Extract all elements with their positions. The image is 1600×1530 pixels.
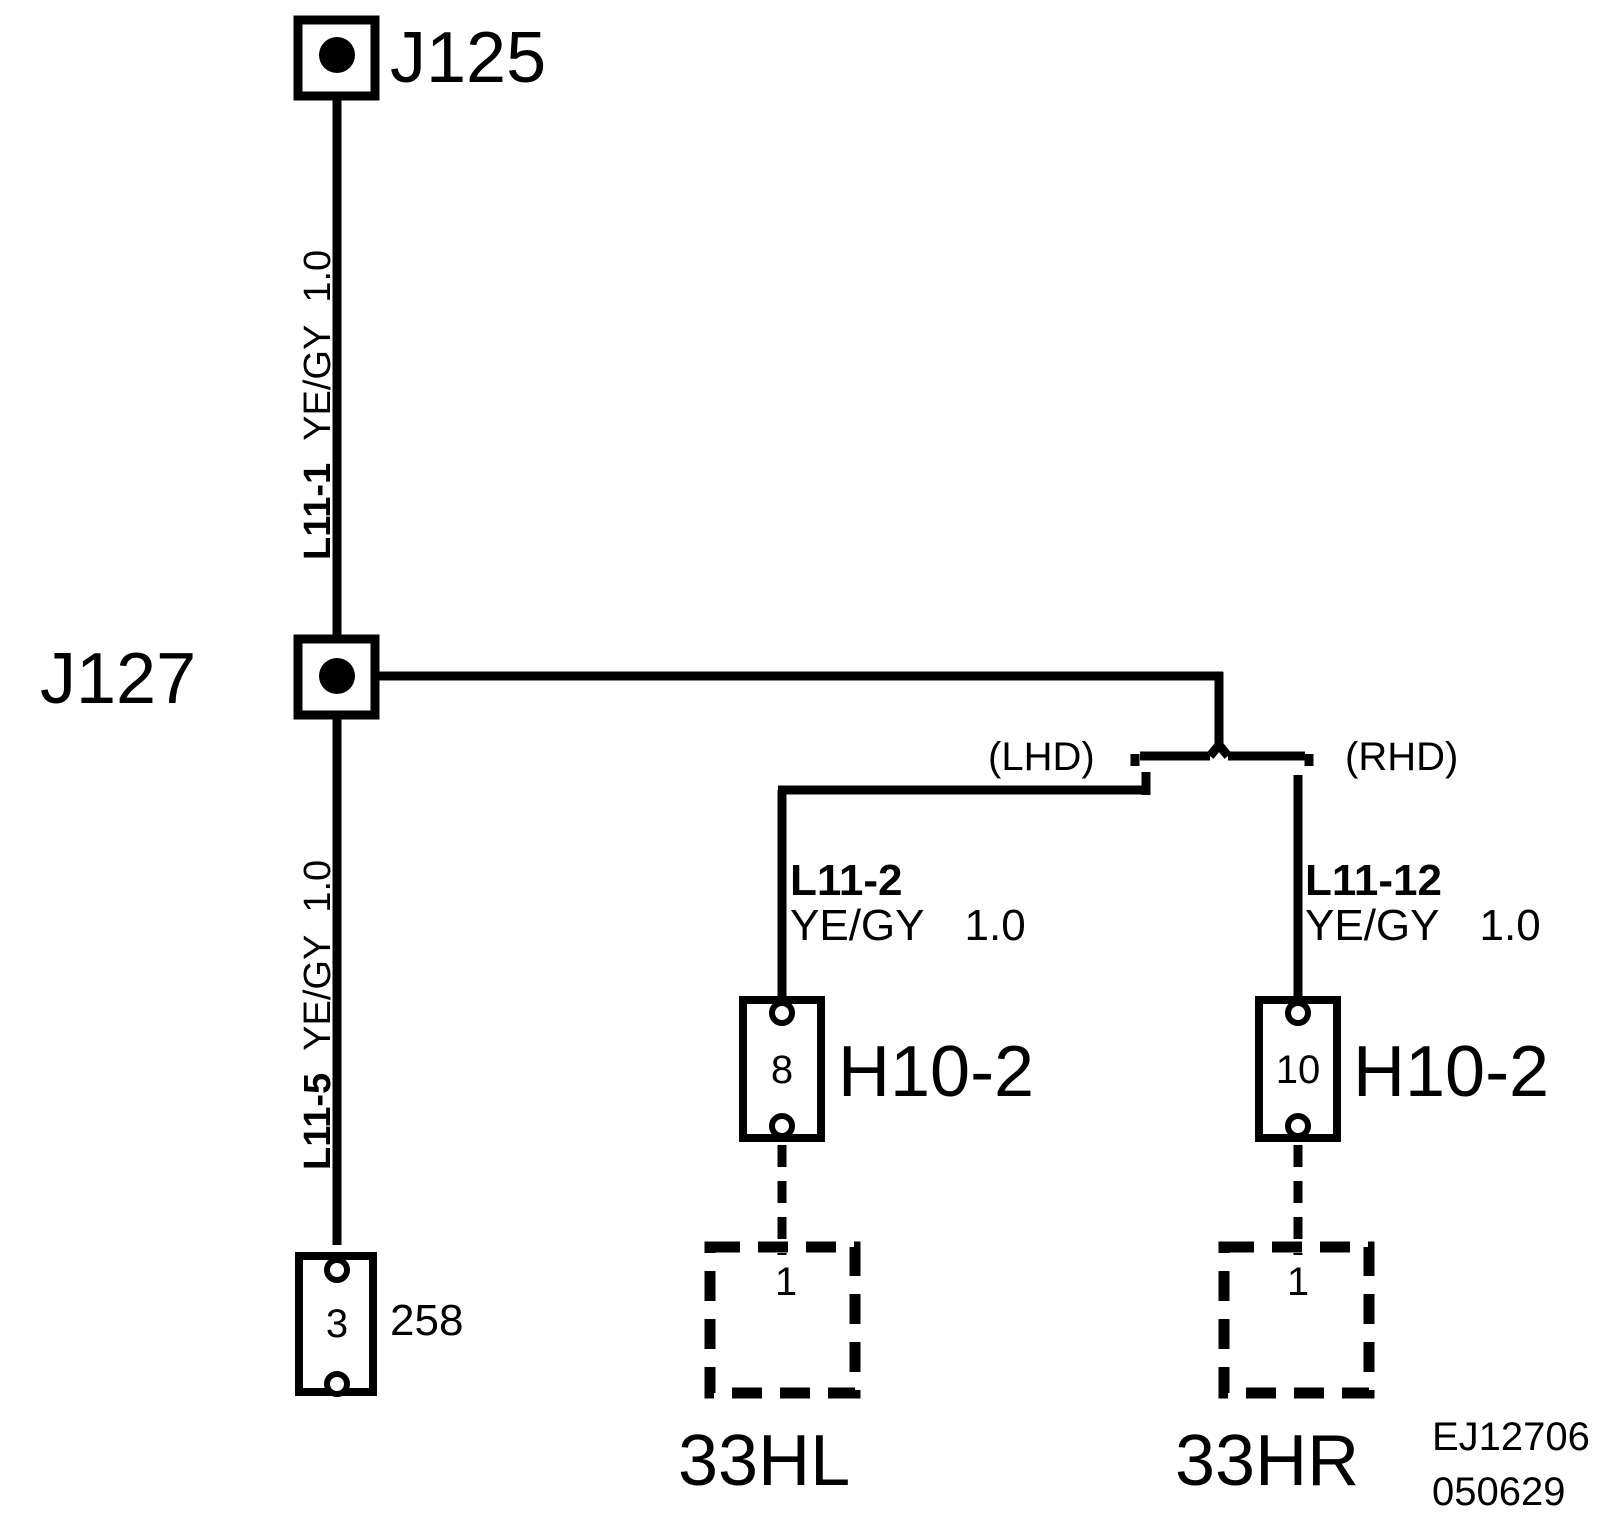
component-33hl-pin: 1	[775, 1260, 797, 1304]
splice-j127	[293, 634, 380, 720]
j127-label: J127	[40, 639, 196, 719]
j125-label: J125	[390, 18, 546, 98]
connector-h10-left	[739, 996, 825, 1142]
connector-h10-right-name: H10-2	[1353, 1032, 1549, 1112]
connector-h10-right	[1255, 996, 1341, 1142]
component-33hl-box	[704, 1241, 861, 1399]
connector-258-name: 258	[390, 1296, 463, 1345]
option-switch	[777, 742, 1314, 1000]
upper-wire-label: L11-1YE/GY1.0	[297, 250, 339, 560]
component-33hr-pin: 1	[1287, 1260, 1309, 1304]
left-branch-circuit: L11-2	[790, 856, 903, 905]
reference-code: EJ12706	[1432, 1415, 1590, 1459]
component-33hl-name: 33HL	[678, 1421, 850, 1501]
connector-h10-right-pin: 10	[1276, 1048, 1321, 1092]
connector-h10-left-name: H10-2	[838, 1032, 1034, 1112]
right-branch-circuit: L11-12	[1305, 856, 1442, 905]
component-33hr-box	[1218, 1241, 1375, 1399]
connector-258-pin: 3	[326, 1302, 348, 1346]
reference-date: 050629	[1432, 1470, 1565, 1514]
rhd-label: (RHD)	[1345, 735, 1458, 779]
lhd-label: (LHD)	[988, 735, 1095, 779]
splice-j125	[293, 15, 380, 101]
connector-258	[295, 1252, 377, 1397]
component-33hr-name: 33HR	[1175, 1421, 1359, 1501]
lower-wire-label: L11-5YE/GY1.0	[297, 860, 339, 1170]
connector-h10-left-pin: 8	[771, 1048, 793, 1092]
